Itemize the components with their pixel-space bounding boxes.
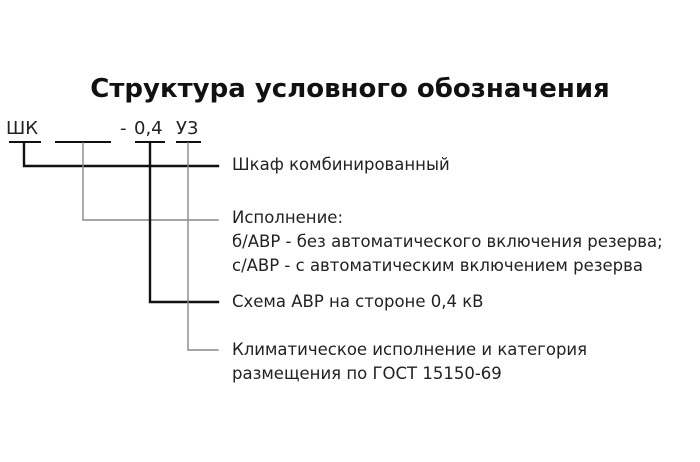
leader-line-execution <box>82 142 219 221</box>
description-line: с/АВР - с автоматическим включением резе… <box>232 256 643 275</box>
description-line: Шкаф комбинированный <box>232 155 450 174</box>
description-execution: Исполнение: б/АВР - без автоматического … <box>232 206 663 278</box>
description-cabinet: Шкаф комбинированный <box>232 153 450 177</box>
description-line: Исполнение: <box>232 208 344 227</box>
code-climate: У3 <box>176 118 199 139</box>
description-climatic: Климатическое исполнение и категория раз… <box>232 338 587 386</box>
leader-line-ats-scheme <box>148 141 220 304</box>
description-line: Схема АВР на стороне 0,4 кВ <box>232 292 484 311</box>
leader-line-cabinet <box>22 141 220 168</box>
description-ats-scheme: Схема АВР на стороне 0,4 кВ <box>232 290 484 314</box>
description-line: Климатическое исполнение и категория <box>232 340 588 359</box>
diagram-title: Структура условного обозначения <box>90 74 610 104</box>
leader-line-climatic <box>187 142 219 351</box>
description-line: размещения по ГОСТ 15150-69 <box>232 364 502 383</box>
description-line: б/АВР - без автоматического включения ре… <box>232 232 663 251</box>
code-dash: - <box>120 118 127 139</box>
code-voltage: 0,4 <box>134 118 163 139</box>
code-prefix: ШК <box>6 118 39 139</box>
